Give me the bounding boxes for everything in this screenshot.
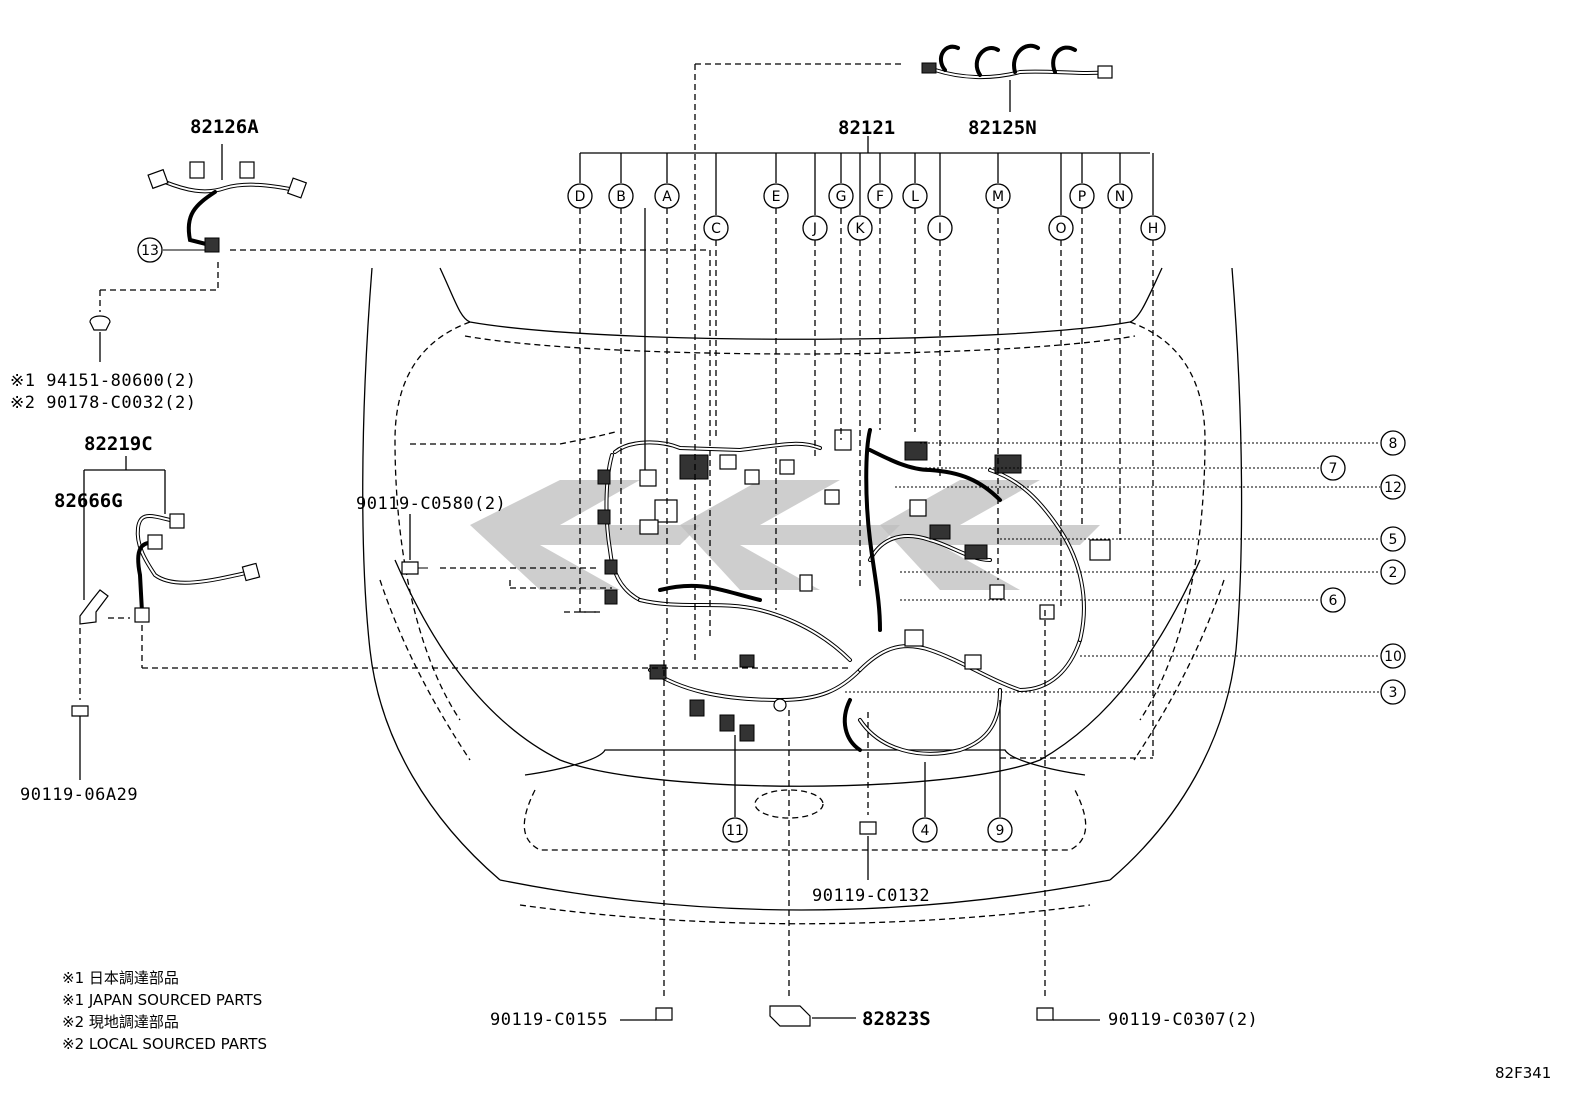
letter-J: J xyxy=(812,221,817,237)
letter-A: A xyxy=(662,189,672,205)
harness-82126A xyxy=(147,144,308,253)
label-82666G: 82666G xyxy=(54,490,123,512)
callout-9: 9 xyxy=(996,823,1005,839)
label-90119-C0307: 90119-C0307(2) xyxy=(1108,1010,1258,1030)
label-82121: 82121 xyxy=(838,117,895,139)
letter-C: C xyxy=(711,221,721,237)
callout-5: 5 xyxy=(1389,532,1398,548)
callout-7: 7 xyxy=(1329,461,1338,477)
label-82126A: 82126A xyxy=(190,116,259,138)
legend-line-4: ※2 LOCAL SOURCED PARTS xyxy=(62,1035,267,1053)
letter-L: L xyxy=(911,189,919,205)
letter-D: D xyxy=(575,189,586,205)
letter-G: G xyxy=(836,189,847,205)
callout-4: 4 xyxy=(921,823,930,839)
label-90119-C0132: 90119-C0132 xyxy=(812,886,930,906)
number-callouts-bottom: 11 4 9 xyxy=(722,700,1013,843)
clip-90119-C0580 xyxy=(401,431,616,613)
callout-11: 11 xyxy=(726,823,744,839)
label-90119-C0580: 90119-C0580(2) xyxy=(356,494,506,514)
harness-82121-main xyxy=(597,428,1111,756)
callout-6: 6 xyxy=(1329,593,1338,609)
label-note1-part: ※1 94151-80600(2) xyxy=(10,371,197,391)
callout-8: 8 xyxy=(1389,436,1398,452)
letter-callouts: D B A C E J G K F L I M O P N H xyxy=(567,183,1166,241)
letter-P: P xyxy=(1078,189,1086,205)
part-labels: 82126A 82125N 82121 82219C 82666G 90119-… xyxy=(10,116,1258,1030)
letter-H: H xyxy=(1148,221,1159,237)
figure-code: 82F341 xyxy=(1495,1064,1551,1082)
bottom-fasteners xyxy=(620,610,1100,1027)
letter-N: N xyxy=(1115,189,1125,205)
label-82125N: 82125N xyxy=(968,117,1037,139)
watermark-logo xyxy=(470,480,1100,590)
legend: ※1 日本調達部品 ※1 JAPAN SOURCED PARTS ※2 現地調達… xyxy=(62,969,267,1053)
callout-12: 12 xyxy=(1384,480,1402,496)
callout-3: 3 xyxy=(1389,685,1398,701)
letter-M: M xyxy=(992,189,1004,205)
letter-K: K xyxy=(855,221,865,237)
leaders-82219C xyxy=(71,456,850,780)
label-90119-06A29: 90119-06A29 xyxy=(20,785,138,805)
letter-E: E xyxy=(772,189,781,205)
letter-I: I xyxy=(938,221,942,237)
number-callouts-right: 8 7 12 5 2 6 10 3 xyxy=(845,430,1406,705)
legend-line-3: ※2 現地調達部品 xyxy=(62,1013,179,1031)
label-82219C: 82219C xyxy=(84,433,153,455)
vehicle-body-outline xyxy=(362,267,1243,925)
letter-B: B xyxy=(616,189,626,205)
label-82823S: 82823S xyxy=(862,1008,931,1030)
callout-13-group: 13 xyxy=(89,237,711,640)
letter-leaders xyxy=(579,63,1154,759)
label-note2-part: ※2 90178-C0032(2) xyxy=(10,393,197,413)
label-90119-C0155: 90119-C0155 xyxy=(490,1010,608,1030)
legend-line-1: ※1 日本調達部品 xyxy=(62,969,179,987)
letter-O: O xyxy=(1055,221,1066,237)
harness-82125N xyxy=(921,43,1113,112)
letter-F: F xyxy=(876,189,884,205)
callout-13: 13 xyxy=(141,243,159,259)
callout-10: 10 xyxy=(1384,649,1402,665)
harness-82219C xyxy=(79,513,261,625)
legend-line-2: ※1 JAPAN SOURCED PARTS xyxy=(62,991,262,1009)
callout-2: 2 xyxy=(1389,565,1398,581)
